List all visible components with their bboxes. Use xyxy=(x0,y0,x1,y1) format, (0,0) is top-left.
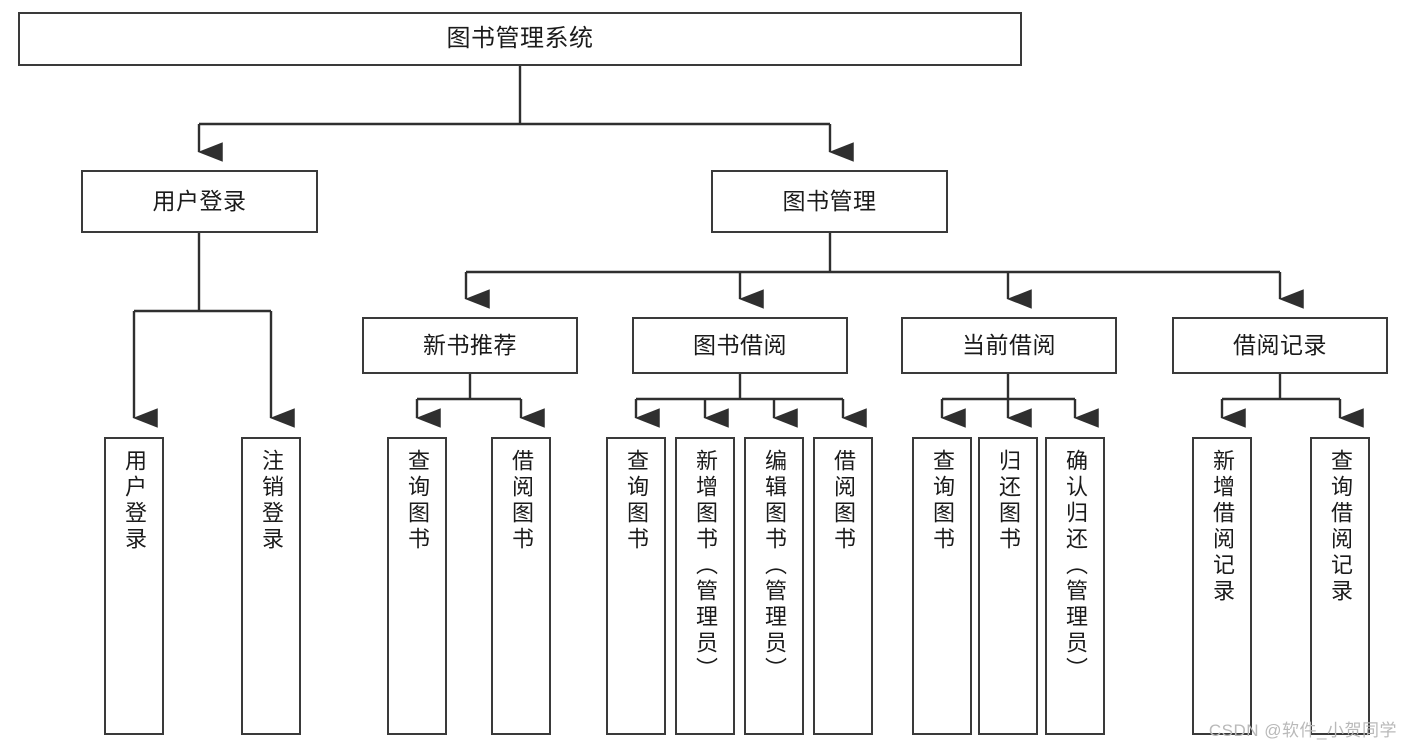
node-label: 图书管理系统 xyxy=(446,24,594,52)
leaf-borrow-record-add[interactable]: 新增借阅记录 xyxy=(1192,437,1252,735)
leaf-current-borrow-return[interactable]: 归还图书 xyxy=(978,437,1038,735)
node-label: 借阅图书 xyxy=(509,449,534,553)
node-label: 编辑图书（管理员） xyxy=(762,449,787,683)
node-label: 新增图书（管理员） xyxy=(693,449,718,683)
node-label: 新增借阅记录 xyxy=(1210,449,1235,605)
node-label: 归还图书 xyxy=(996,449,1021,553)
node-label: 用户登录 xyxy=(152,187,247,214)
leaf-new-book-query[interactable]: 查询图书 xyxy=(387,437,447,735)
leaf-current-borrow-query[interactable]: 查询图书 xyxy=(912,437,972,735)
node-label: 当前借阅 xyxy=(962,331,1056,358)
leaf-user-login-logout[interactable]: 注销登录 xyxy=(241,437,301,735)
node-label: 借阅图书 xyxy=(831,449,856,553)
node-borrow-record[interactable]: 借阅记录 xyxy=(1172,317,1388,374)
leaf-new-book-borrow[interactable]: 借阅图书 xyxy=(491,437,551,735)
leaf-book-borrow-add[interactable]: 新增图书（管理员） xyxy=(675,437,735,735)
node-label: 查询借阅记录 xyxy=(1328,449,1353,605)
node-label: 图书借阅 xyxy=(693,331,787,358)
node-label: 用户登录 xyxy=(122,449,147,553)
node-label: 确认归还（管理员） xyxy=(1063,449,1088,683)
node-label: 查询图书 xyxy=(930,449,955,553)
node-label: 新书推荐 xyxy=(423,331,517,358)
node-book-borrow[interactable]: 图书借阅 xyxy=(632,317,848,374)
node-book-management[interactable]: 图书管理 xyxy=(711,170,948,233)
watermark-text: CSDN @软件_小贺同学 xyxy=(1208,721,1397,740)
node-new-book-recommend[interactable]: 新书推荐 xyxy=(362,317,578,374)
leaf-book-borrow-edit[interactable]: 编辑图书（管理员） xyxy=(744,437,804,735)
node-root-system[interactable]: 图书管理系统 xyxy=(18,12,1022,66)
node-user-login[interactable]: 用户登录 xyxy=(81,170,318,233)
node-label: 查询图书 xyxy=(624,449,649,553)
node-label: 注销登录 xyxy=(259,449,284,553)
leaf-borrow-record-query[interactable]: 查询借阅记录 xyxy=(1310,437,1370,735)
leaf-user-login-login[interactable]: 用户登录 xyxy=(104,437,164,735)
node-label: 借阅记录 xyxy=(1233,331,1327,358)
node-current-borrow[interactable]: 当前借阅 xyxy=(901,317,1117,374)
node-label: 查询图书 xyxy=(405,449,430,553)
leaf-book-borrow-borrow[interactable]: 借阅图书 xyxy=(813,437,873,735)
leaf-book-borrow-query[interactable]: 查询图书 xyxy=(606,437,666,735)
node-label: 图书管理 xyxy=(782,187,877,214)
leaf-current-borrow-confirm[interactable]: 确认归还（管理员） xyxy=(1045,437,1105,735)
